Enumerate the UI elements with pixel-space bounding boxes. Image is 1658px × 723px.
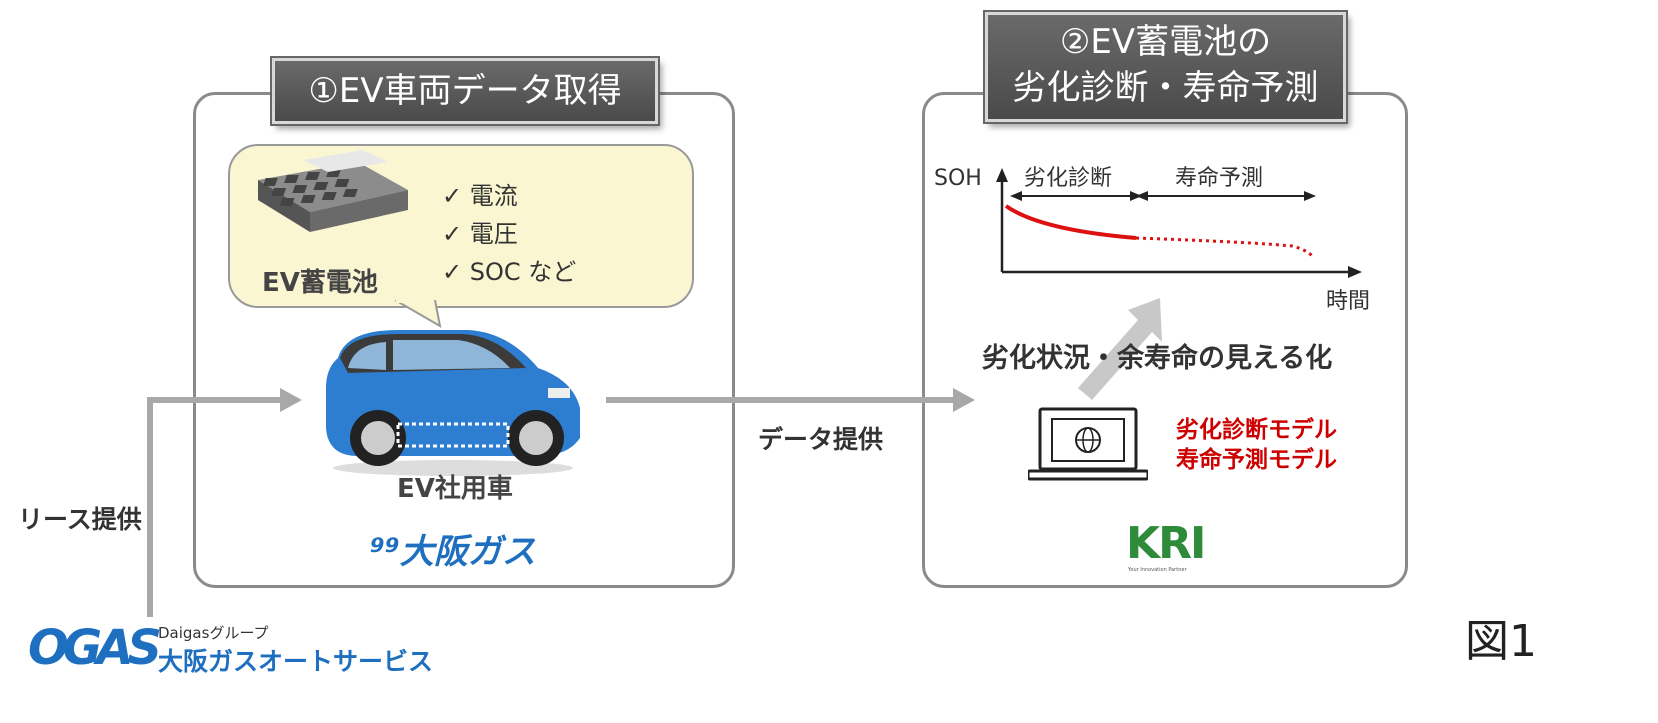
diagnosis-title: ②EV蓄電池の 劣化診断・寿命予測 [983, 10, 1348, 124]
ogas-company-name: 大阪ガスオートサービス [158, 647, 434, 676]
soh-chart [996, 168, 1362, 278]
laptop-icon [1028, 407, 1148, 481]
time-axis-label: 時間 [1326, 289, 1371, 314]
osaka-gas-logo: ⁹⁹大阪ガス [370, 524, 536, 573]
data-provide-label: データ提供 [758, 425, 884, 454]
kri-logo-text: KRI [1126, 518, 1206, 569]
visualize-label: 劣化状況・余寿命の見える化 [982, 343, 1333, 374]
car-label: EV社用車 [397, 474, 513, 504]
visualize-arrow [1078, 298, 1162, 400]
bubble-tail [395, 300, 442, 328]
model-diagnosis-label: 劣化診断モデル [1176, 417, 1337, 443]
osaka-gas-mark: ⁹⁹ [370, 532, 400, 572]
figure-label: 図1 [1465, 616, 1537, 667]
vehicle-data-title: ①EV車両データ取得 [270, 56, 660, 126]
diagnosis-title-line2: 劣化診断・寿命予測 [1012, 68, 1319, 108]
range-diagnosis-label: 劣化診断 [1024, 166, 1113, 191]
ev-car-illustration [326, 330, 580, 476]
check-soc: ✓ SOC など [442, 258, 577, 286]
check-current: ✓ 電流 [442, 182, 518, 210]
kri-tagline: Your Innovation Partner [1128, 567, 1187, 573]
soh-axis-label: SOH [934, 166, 982, 191]
range-prediction-label: 寿命予測 [1175, 166, 1264, 191]
check-voltage: ✓ 電圧 [442, 220, 518, 248]
diagnosis-panel [922, 92, 1408, 588]
diagnosis-title-line1: ②EV蓄電池の [1059, 22, 1272, 62]
ogas-group-label: Daigasグループ [158, 624, 269, 642]
lease-provide-label: リース提供 [18, 505, 142, 534]
battery-icon [258, 150, 408, 232]
ogas-logo-mark: OGAS [28, 620, 162, 676]
ogas-logo-mark-text: OGAS [28, 620, 162, 676]
vehicle-data-title-text: ①EV車両データ取得 [308, 71, 622, 111]
battery-label: EV蓄電池 [262, 268, 378, 298]
model-prediction-label: 寿命予測モデル [1176, 447, 1337, 473]
osaka-gas-logo-text: 大阪ガス [399, 532, 536, 572]
